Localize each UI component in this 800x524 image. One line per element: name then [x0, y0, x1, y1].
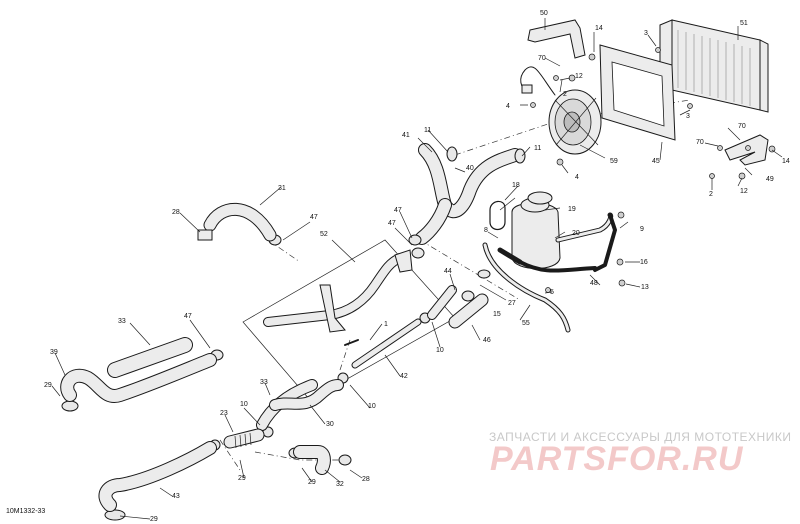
callout-70: 70 [538, 55, 546, 62]
hose-39 [60, 353, 217, 403]
expansion-tank [497, 191, 614, 269]
upper-bracket [527, 19, 586, 59]
callout-2: 2 [709, 191, 713, 198]
callout-4: 4 [506, 103, 510, 110]
callout-19: 19 [568, 206, 576, 213]
callout-52: 52 [320, 231, 328, 238]
callout-12: 12 [740, 188, 748, 195]
callout-41: 41 [402, 132, 410, 139]
callout-55: 55 [522, 320, 530, 327]
callout-33: 33 [118, 318, 126, 325]
callout-44: 44 [444, 268, 452, 275]
callout-49: 49 [766, 176, 774, 183]
callout-70: 70 [696, 139, 704, 146]
upper-y-hose [415, 143, 522, 245]
callout-23: 23 [220, 410, 228, 417]
callout-2: 2 [563, 91, 567, 98]
gasket-18 [489, 200, 506, 231]
callout-51: 51 [740, 20, 748, 27]
callout-47: 47 [388, 220, 396, 227]
screw-1 [344, 339, 359, 346]
callout-27: 27 [508, 300, 516, 307]
callout-10: 10 [368, 403, 376, 410]
elbow-32 [293, 445, 331, 475]
hose-43 [98, 441, 217, 512]
brand-logo: PARTSFOR.RU [490, 440, 744, 478]
callout-8: 8 [484, 227, 488, 234]
rigid-tube-42 [351, 318, 422, 369]
callout-28: 28 [362, 476, 370, 483]
callout-29: 29 [150, 516, 158, 523]
callout-20: 20 [572, 230, 580, 237]
callout-39: 39 [50, 349, 58, 356]
callout-30: 30 [326, 421, 334, 428]
callout-28: 28 [172, 209, 180, 216]
hose-31 [197, 202, 277, 242]
callout-59: 59 [610, 158, 618, 165]
callout-labels: 50 14 3 51 70 12 2 4 3 70 70 14 41 11 11… [44, 10, 790, 523]
callout-4: 4 [575, 174, 579, 181]
brand-tagline: ЗАПЧАСТИ И АКСЕССУАРЫ ДЛЯ МОТОТЕХНИКИ [489, 430, 792, 444]
callout-10: 10 [240, 401, 248, 408]
radiator-fan [548, 89, 602, 155]
callout-14: 14 [782, 158, 790, 165]
callout-47: 47 [310, 214, 318, 221]
callout-32: 32 [336, 481, 344, 488]
diagram-code: 10M1332-33 [6, 508, 46, 515]
callout-47: 47 [394, 207, 402, 214]
callout-10: 10 [436, 347, 444, 354]
callout-29: 29 [238, 475, 246, 482]
callout-15: 15 [493, 311, 501, 318]
callout-11: 11 [424, 127, 431, 134]
callout-leaders [51, 18, 783, 520]
fan-shroud [599, 44, 676, 141]
lower-y-hose [256, 379, 344, 431]
callout-42: 42 [400, 373, 408, 380]
fan-connector [521, 84, 533, 94]
callout-9: 9 [640, 226, 644, 233]
callout-3: 3 [686, 113, 690, 120]
callout-12: 12 [575, 73, 583, 80]
callout-18: 18 [512, 182, 520, 189]
tee-23 [223, 428, 265, 449]
overflow-hose [482, 213, 617, 333]
callout-5: 5 [550, 289, 554, 296]
callout-29: 29 [44, 382, 52, 389]
callout-70: 70 [738, 123, 746, 130]
connector-44 [427, 285, 457, 320]
fasteners [530, 47, 776, 293]
rigid-pipe-52 [263, 249, 413, 333]
callout-43: 43 [172, 493, 180, 500]
callout-29: 29 [308, 479, 316, 486]
callout-3: 3 [644, 30, 648, 37]
radiator [659, 19, 769, 113]
callout-31: 31 [278, 185, 286, 192]
callout-50: 50 [540, 10, 548, 17]
callout-47: 47 [184, 313, 192, 320]
callout-11: 11 [534, 145, 541, 152]
hose-33-upper [107, 337, 193, 378]
callout-33: 33 [260, 379, 268, 386]
hose-46 [448, 293, 489, 329]
callout-46: 46 [483, 337, 491, 344]
callout-16: 16 [640, 259, 648, 266]
callout-14: 14 [595, 25, 603, 32]
callout-40: 40 [466, 165, 474, 172]
callout-45: 45 [652, 158, 660, 165]
callout-13: 13 [641, 284, 649, 291]
callout-48: 48 [590, 280, 598, 287]
callout-1: 1 [384, 321, 388, 328]
